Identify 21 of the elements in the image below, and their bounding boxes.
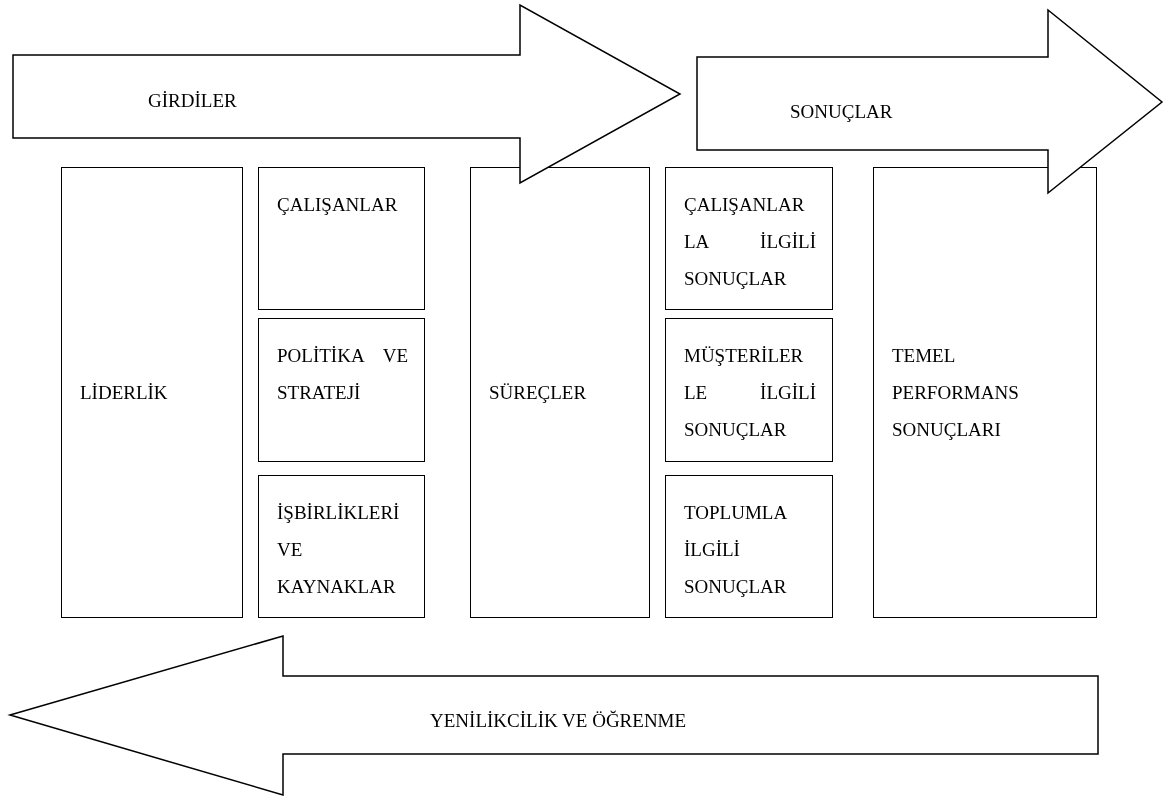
category-box: [258, 475, 425, 618]
category-box: [258, 318, 425, 462]
category-label: MÜŞTERİLER LE İLGİLİ SONUÇLAR: [684, 344, 816, 442]
arrow-label: GİRDİLER: [148, 89, 237, 113]
category-box: [665, 318, 833, 462]
category-box: [873, 167, 1097, 618]
category-box: [665, 167, 833, 310]
category-label: POLİTİKA VE STRATEJİ: [277, 344, 408, 405]
category-label: ÇALIŞANLAR: [277, 193, 399, 217]
category-label: ÇALIŞANLAR LA İLGİLİ SONUÇLAR: [684, 193, 816, 291]
category-label: SÜREÇLER: [489, 381, 588, 405]
category-label: İŞBİRLİKLERİ VE KAYNAKLAR: [277, 501, 401, 599]
category-label: TEMEL PERFORMANS SONUÇLARI: [892, 344, 1020, 442]
category-label: TOPLUMLA İLGİLİ SONUÇLAR: [684, 501, 789, 599]
category-box: [258, 167, 425, 310]
category-box: [665, 475, 833, 618]
category-label: LİDERLİK: [80, 381, 169, 405]
arrow-label: SONUÇLAR: [790, 100, 893, 124]
category-box: [470, 167, 650, 618]
category-box: [61, 167, 243, 618]
arrow-label: YENİLİKCİLİK VE ÖĞRENME: [430, 709, 687, 733]
